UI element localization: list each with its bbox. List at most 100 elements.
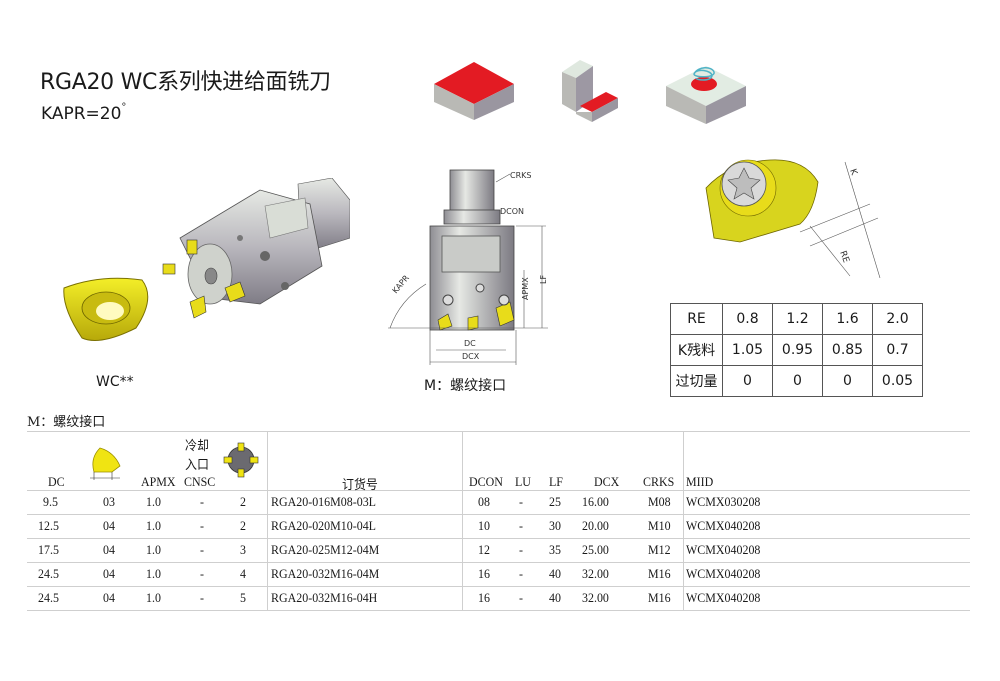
cell-cnsc: -: [200, 566, 204, 581]
cell-dcon: 12: [478, 542, 490, 557]
cell-miid: WCMX040208: [686, 590, 761, 605]
header-coolant-line2: 入口: [185, 457, 209, 472]
overcut-row: 过切量 0 0 0 0.05: [670, 365, 923, 397]
dc-label: DC: [464, 339, 476, 348]
apmx-label: APMX: [521, 277, 530, 300]
cell-lu: -: [519, 590, 523, 605]
cell-lf: 25: [549, 494, 561, 509]
cell-crks: M08: [648, 494, 671, 509]
section-label: M：螺纹接口: [27, 415, 106, 430]
cell-dcx: 20.00: [582, 518, 609, 533]
cell: 1.6: [822, 303, 873, 335]
degree-symbol: °: [121, 102, 127, 114]
cell-order: RGA20-032M16-04M: [271, 566, 380, 581]
header-dcon: DCON: [469, 474, 503, 489]
cell-crks: M16: [648, 566, 671, 581]
table-rule: [27, 431, 970, 432]
header-lu: LU: [515, 474, 531, 489]
cell-dcx: 25.00: [582, 542, 609, 557]
cell-dcx: 32.00: [582, 590, 609, 605]
cell-teeth: 3: [240, 542, 246, 557]
k-label: K: [847, 168, 859, 178]
dcx-label: DCX: [462, 352, 480, 361]
milling-cutter-render: [63, 178, 350, 341]
cell-dcon: 16: [478, 590, 490, 605]
cell-dcon: 16: [478, 566, 490, 581]
table-rule: [27, 610, 970, 611]
cell-crks: M16: [648, 590, 671, 605]
header-apmx: APMX: [141, 474, 176, 489]
page-title: RGA20 WC系列快进给面铣刀: [40, 70, 331, 95]
header-cnsc: CNSC: [184, 474, 216, 489]
kapr-subtitle: KAPR=20°: [41, 102, 127, 124]
cell: 0: [822, 365, 873, 397]
table-rule: [27, 514, 970, 515]
header-miid: MIID: [686, 474, 714, 489]
cell-teeth: 2: [240, 494, 246, 509]
cell-dc: 12.5: [38, 518, 59, 533]
corner-radius-table: RE 0.8 1.2 1.6 2.0 K残料 1.05 0.95 0.85 0.…: [670, 303, 923, 397]
column-divider: [462, 431, 463, 610]
cell: 0.95: [772, 334, 823, 366]
cell: 1.05: [722, 334, 773, 366]
cell-teeth: 5: [240, 590, 246, 605]
cell-apmx: 1.0: [146, 590, 161, 605]
row-label: 过切量: [670, 365, 723, 397]
teeth-count-icon: [223, 442, 259, 478]
cell-order: RGA20-032M16-04H: [271, 590, 378, 605]
re-label: RE: [837, 250, 851, 265]
cell-ic: 04: [103, 542, 115, 557]
cell-order: RGA20-016M08-03L: [271, 494, 376, 509]
table-rule: [27, 490, 970, 491]
kapr-value: KAPR=20: [41, 104, 122, 124]
column-divider: [267, 431, 268, 610]
cell-cnsc: -: [200, 518, 204, 533]
cell-miid: WCMX040208: [686, 518, 761, 533]
crks-label: CRKS: [510, 171, 531, 180]
header-order-no: 订货号: [342, 477, 378, 492]
cell-ic: 04: [103, 518, 115, 533]
cell-cnsc: -: [200, 494, 204, 509]
cell-lu: -: [519, 494, 523, 509]
cell: 1.2: [772, 303, 823, 335]
insert-caption: WC**: [96, 374, 134, 390]
shoulder-milling-icon: [562, 60, 618, 122]
row-label: K残料: [670, 334, 723, 366]
technical-drawing: CRKS DCON APMX LF KAPR DC DCX: [388, 169, 548, 365]
cell-crks: M10: [648, 518, 671, 533]
cell: 0.85: [822, 334, 873, 366]
insert-detail-drawing: K RE: [705, 159, 881, 278]
re-row: RE 0.8 1.2 1.6 2.0: [670, 303, 923, 335]
lf-label: LF: [539, 275, 548, 284]
cell-lu: -: [519, 566, 523, 581]
cell-apmx: 1.0: [146, 518, 161, 533]
kapr-label: KAPR: [391, 273, 412, 295]
cell-dcx: 16.00: [582, 494, 609, 509]
cell-teeth: 4: [240, 566, 246, 581]
table-rule: [27, 586, 970, 587]
cell-ic: 04: [103, 566, 115, 581]
cell-dc: 17.5: [38, 542, 59, 557]
cell-lf: 40: [549, 566, 561, 581]
helical-interpolation-icon: [666, 66, 746, 124]
cell-lf: 40: [549, 590, 561, 605]
cell-crks: M12: [648, 542, 671, 557]
cell: 0.7: [872, 334, 923, 366]
cell-dc: 9.5: [43, 494, 58, 509]
cell-apmx: 1.0: [146, 566, 161, 581]
cell-apmx: 1.0: [146, 542, 161, 557]
cell-teeth: 2: [240, 518, 246, 533]
k-residual-row: K残料 1.05 0.95 0.85 0.7: [670, 334, 923, 366]
column-divider: [683, 431, 684, 610]
cell-lf: 35: [549, 542, 561, 557]
header-dc: DC: [48, 474, 65, 489]
cell-lf: 30: [549, 518, 561, 533]
drawing-caption: M：螺纹接口: [424, 378, 507, 394]
cell-dcon: 08: [478, 494, 490, 509]
cell-ic: 03: [103, 494, 115, 509]
cell-cnsc: -: [200, 590, 204, 605]
cell-dcon: 10: [478, 518, 490, 533]
cell-apmx: 1.0: [146, 494, 161, 509]
cell-ic: 04: [103, 590, 115, 605]
cell-lu: -: [519, 542, 523, 557]
